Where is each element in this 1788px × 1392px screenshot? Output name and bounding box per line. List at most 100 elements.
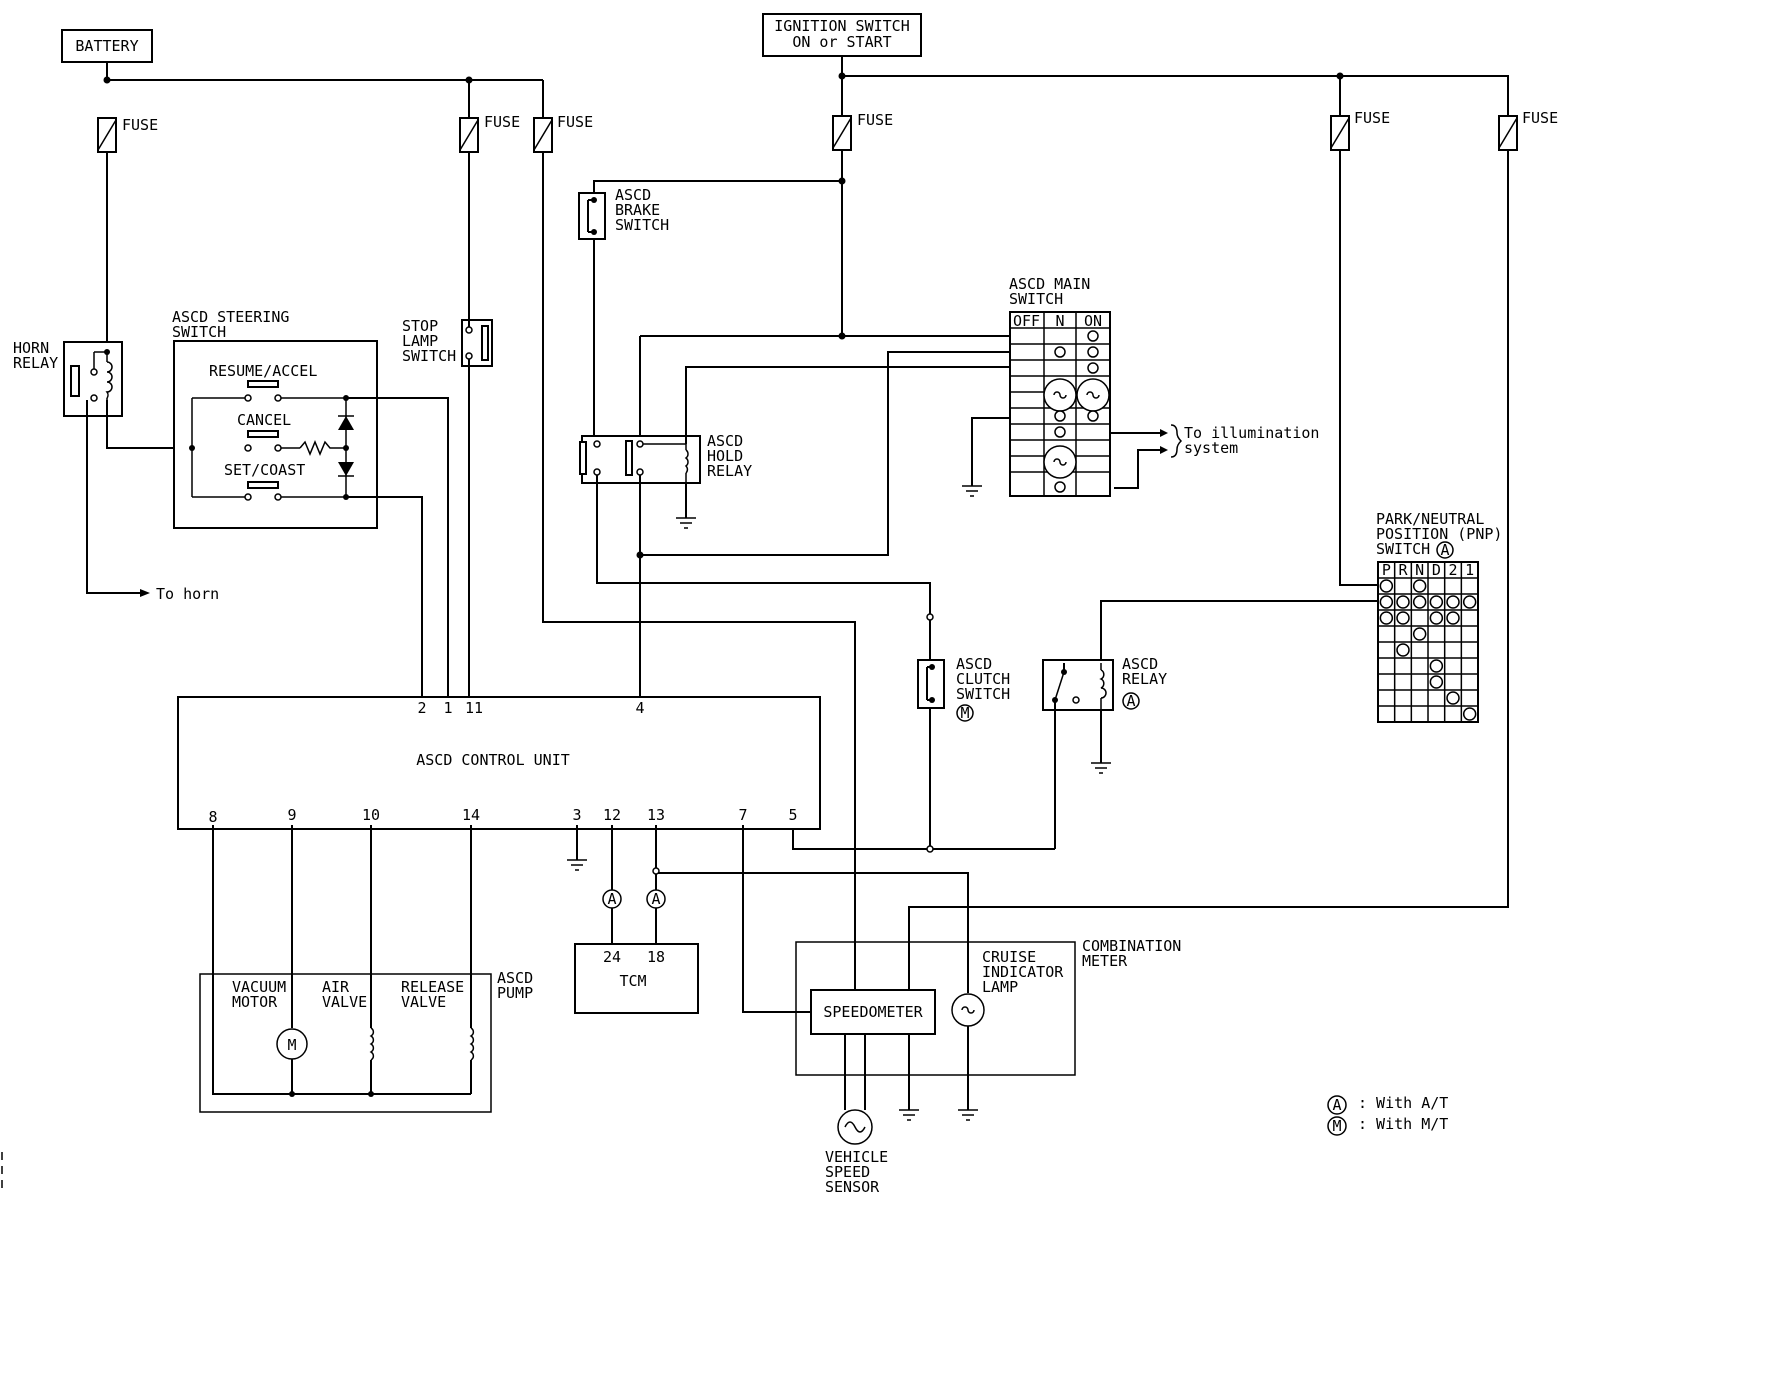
pnp-label-1: PARK/NEUTRAL [1376, 510, 1484, 528]
tcm-wire-mark-a-2: A [651, 890, 660, 908]
hold-relay-label-1: ASCD [707, 432, 743, 450]
cu-pin-7: 7 [738, 806, 747, 824]
ascd-steering-switch: ASCD STEERING SWITCH RESUME/ACCEL CANCEL… [172, 308, 378, 529]
legend: A : With A/T M : With M/T [1327, 1094, 1448, 1136]
illumination-label-1: To illumination [1184, 424, 1319, 442]
vss-label-2: SPEED [825, 1163, 870, 1181]
pnp-header-2: 2 [1448, 561, 1457, 579]
release-valve-label-1: RELEASE [401, 978, 464, 996]
pnp-header-D: D [1432, 561, 1441, 579]
stop-lamp-label-1: STOP [402, 317, 438, 335]
ascd-pump: ASCD PUMP VACUUM MOTOR AIR VALVE RELEASE… [199, 969, 533, 1113]
legend-mark-a: A [1332, 1096, 1341, 1114]
fuse-pnp-label: FUSE [1354, 109, 1390, 127]
ascd-control-unit: ASCD CONTROL UNIT 2 1 11 4 8 9 10 14 3 1… [177, 696, 821, 830]
main-switch-label-2: SWITCH [1009, 290, 1063, 308]
fuse-combination-meter-label: FUSE [1522, 109, 1558, 127]
legend-at: : With A/T [1358, 1094, 1448, 1112]
set-coast-label: SET/COAST [224, 461, 305, 479]
fuse-stop-lamp-label: FUSE [484, 113, 520, 131]
steering-to-cu-wires [346, 397, 449, 697]
combination-meter-label-2: METER [1082, 952, 1128, 970]
stop-lamp-label-2: LAMP [402, 332, 438, 350]
brake-switch-label-3: SWITCH [615, 216, 669, 234]
cu-pin-4: 4 [635, 699, 644, 717]
vss-label-1: VEHICLE [825, 1148, 888, 1166]
ignition-label-2: ON or START [792, 33, 891, 51]
horn-relay-label-2: RELAY [13, 354, 58, 372]
tcm-pin-24: 24 [603, 948, 621, 966]
fuse-stop-lamp: FUSE [459, 113, 520, 153]
pnp-contact [1396, 611, 1410, 625]
main-switch-ground [971, 417, 1010, 486]
cu-pin-8: 8 [208, 808, 217, 826]
pnp-header-N: N [1415, 561, 1424, 579]
pnp-contact [1412, 595, 1427, 609]
vacuum-motor-m: M [287, 1036, 296, 1054]
tcm-wire-mark-a-1: A [607, 890, 616, 908]
legend-mark-m: M [1332, 1117, 1341, 1135]
ascd-main-switch: ASCD MAIN SWITCH OFF N ON [1009, 275, 1111, 497]
pnp-fuse-wire [1339, 150, 1378, 586]
tcm: 24 18 TCM [574, 943, 699, 1014]
brake-switch-feed [593, 180, 842, 195]
main-switch-feed [639, 335, 1012, 440]
brake-switch-label-1: ASCD [615, 186, 651, 204]
stop-lamp-switch: STOP LAMP SWITCH [402, 317, 493, 367]
hold-to-main-switch [640, 351, 1012, 556]
illumination-wires [1110, 432, 1160, 489]
clutch-mark-m: M [960, 704, 969, 722]
pnp-label-3: SWITCH [1376, 540, 1430, 558]
steering-switch-label-1: ASCD STEERING [172, 308, 289, 326]
pnp-contact [1429, 659, 1444, 673]
cu-pin-9: 9 [287, 806, 296, 824]
ascd-relay-label-2: RELAY [1122, 670, 1167, 688]
pnp-contact [1429, 675, 1444, 689]
battery-speedometer-wire [542, 152, 856, 990]
cu-pin-3: 3 [572, 806, 581, 824]
resume-accel-label: RESUME/ACCEL [209, 362, 317, 380]
tcm-label: TCM [619, 972, 646, 990]
steering-switch-label-2: SWITCH [172, 323, 226, 341]
pnp-contact [1462, 595, 1477, 609]
clutch-switch-label-3: SWITCH [956, 685, 1010, 703]
cruise-lamp-label-3: LAMP [982, 978, 1018, 996]
pnp-contact [1396, 643, 1410, 657]
pnp-to-relay-wire [1100, 600, 1378, 663]
horn-relay: HORN RELAY [13, 339, 123, 417]
cu-pin-11: 11 [465, 699, 483, 717]
stop-lamp-label-3: SWITCH [402, 347, 456, 365]
ascd-clutch-switch: ASCD CLUTCH SWITCH M [917, 655, 1010, 722]
ascd-relay: ASCD RELAY A [1042, 655, 1167, 711]
vacuum-motor-label-2: MOTOR [232, 993, 278, 1011]
vehicle-speed-sensor: VEHICLE SPEED SENSOR [825, 1109, 888, 1196]
release-valve-label-2: VALVE [401, 993, 446, 1011]
cruise-lamp-label-2: INDICATOR [982, 963, 1064, 981]
cu-pin-2: 2 [417, 699, 426, 717]
battery-label: BATTERY [75, 37, 138, 55]
pump-label-2: PUMP [497, 984, 533, 1002]
pnp-contact [1462, 707, 1477, 721]
main-switch-on: ON [1084, 312, 1102, 330]
clutch-to-cu-pin5 [792, 708, 1055, 850]
main-switch-off: OFF [1013, 312, 1040, 330]
legend-mt: : With M/T [1358, 1115, 1448, 1133]
combination-meter: COMBINATION METER CRUISE INDICATOR LAMP … [795, 937, 1181, 1076]
control-unit-label: ASCD CONTROL UNIT [416, 751, 570, 769]
meter-fuse-wire [908, 150, 1509, 990]
hold-relay-label-3: RELAY [707, 462, 752, 480]
pnp-contact [1379, 579, 1394, 593]
ascd-hold-relay: ASCD HOLD RELAY [579, 432, 752, 484]
illumination-label-2: system [1184, 439, 1238, 457]
speedometer-wires [844, 1026, 969, 1110]
cu-to-tcm-wires [611, 825, 657, 944]
cu-pin-12: 12 [603, 806, 621, 824]
fuse-pnp: FUSE [1330, 109, 1390, 151]
cu-pin-5: 5 [788, 806, 797, 824]
ascd-relay-label-1: ASCD [1122, 655, 1158, 673]
pnp-contact [1379, 595, 1394, 609]
ascd-brake-switch: ASCD BRAKE SWITCH [578, 186, 669, 240]
air-valve-label-2: VALVE [322, 993, 367, 1011]
